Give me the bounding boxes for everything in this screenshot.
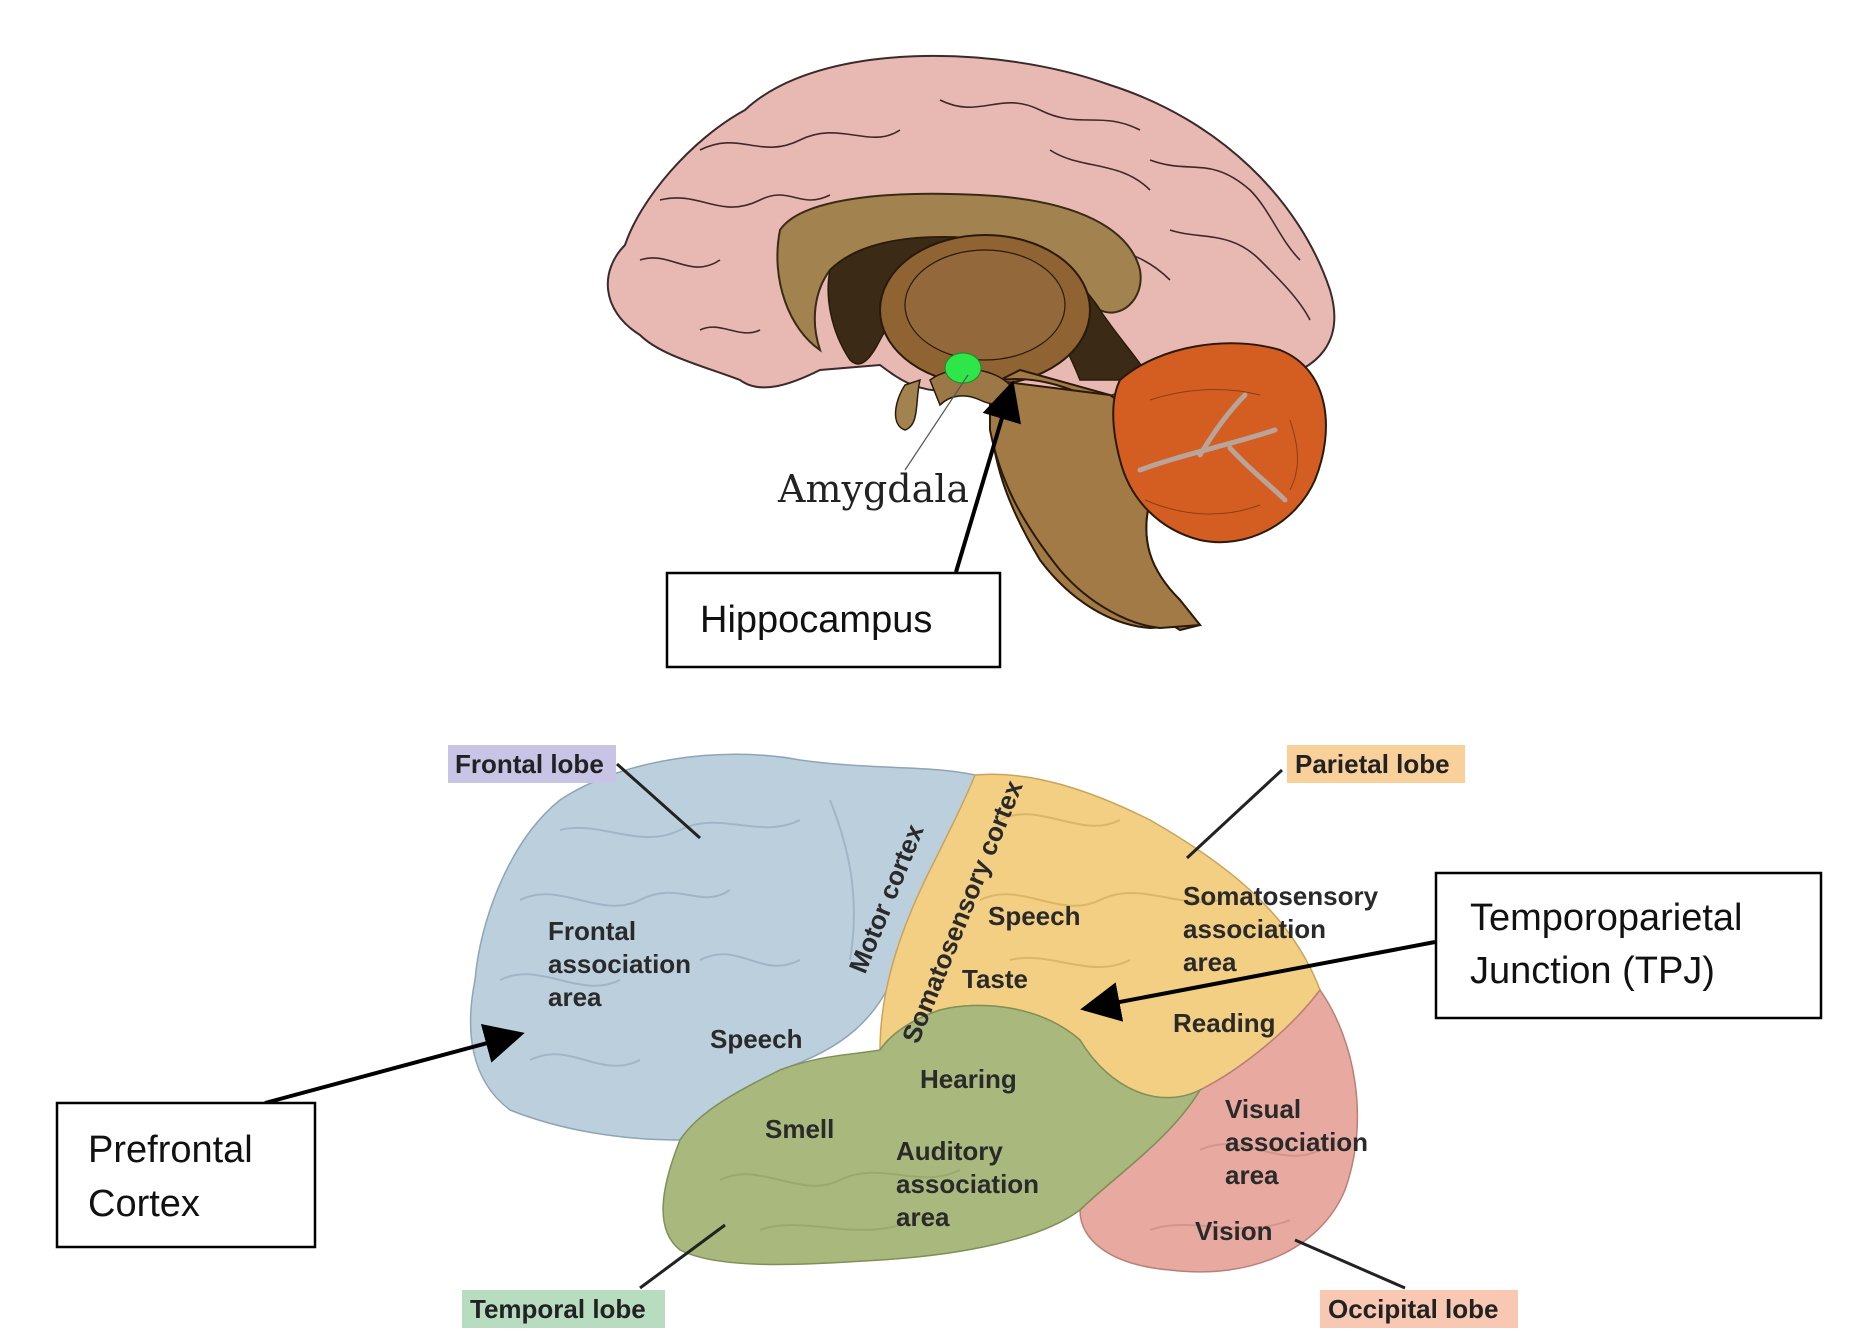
prefrontal-label-line1: Prefrontal [88,1129,253,1171]
midsagittal-brain [606,54,1336,632]
occipital-lobe-tag-bg [1320,1290,1518,1328]
auditory-assoc-line3: area [896,1202,950,1232]
tpj-label-line2: Junction (TPJ) [1470,950,1715,992]
taste-label: Taste [962,964,1028,994]
visual-assoc-line3: area [1225,1160,1279,1190]
tpj-callout-box [1434,871,1823,1020]
parietal-lobe-leader [1185,768,1284,860]
frontal-lobe-tag-bg [448,745,616,783]
occipital-lobe-tag: Occipital lobe [1328,1294,1499,1324]
somato-assoc-line2: association [1183,914,1326,944]
temporal-lobe-leader [639,1223,726,1290]
amygdala [944,352,982,384]
amygdala-label: Amygdala [777,467,969,511]
tpj-label-line1: Temporoparietal [1470,897,1742,939]
frontal-assoc-line2: association [548,949,691,979]
hippocampus-callout-box [665,571,1002,669]
somato-assoc-line1: Somatosensory [1183,881,1379,911]
parietal-lobe-tag-bg [1287,745,1465,783]
occipital-lobe-region [1079,988,1359,1273]
hippocampus-label: Hippocampus [700,599,932,641]
arbor-vitae [1137,392,1288,503]
cerebellum [1112,342,1327,544]
somato-assoc-line3: area [1183,947,1237,977]
tpj-arrow [1080,940,1436,1022]
occipital-lobe-leader [1294,1238,1406,1290]
frontal-assoc-line3: area [548,982,602,1012]
prefrontal-callout-box [55,1101,317,1249]
prefrontal-label-line2: Cortex [88,1183,200,1225]
speech-parietal-label: Speech [988,901,1081,931]
parietal-lobe-tag: Parietal lobe [1295,749,1450,779]
temporal-lobe-tag: Temporal lobe [470,1294,646,1324]
hearing-label: Hearing [920,1064,1017,1094]
lateral-brain [469,753,1359,1273]
auditory-assoc-line1: Auditory [896,1136,1003,1166]
auditory-assoc-line2: association [896,1169,1039,1199]
prefrontal-arrow [264,1024,525,1105]
sulci-texture [499,799,1321,1231]
temporal-lobe-region [662,1004,1202,1266]
frontal-lobe-tag: Frontal lobe [455,749,604,779]
vision-label: Vision [1195,1216,1273,1246]
frontal-lobe-leader [616,762,701,840]
smell-label: Smell [765,1114,834,1144]
temporal-lobe-tag-bg [462,1290,665,1328]
visual-assoc-line1: Visual [1225,1094,1301,1124]
speech-frontal-label: Speech [710,1024,803,1054]
reading-label: Reading [1173,1008,1276,1038]
frontal-assoc-line1: Frontal [548,916,636,946]
visual-assoc-line2: association [1225,1127,1368,1157]
